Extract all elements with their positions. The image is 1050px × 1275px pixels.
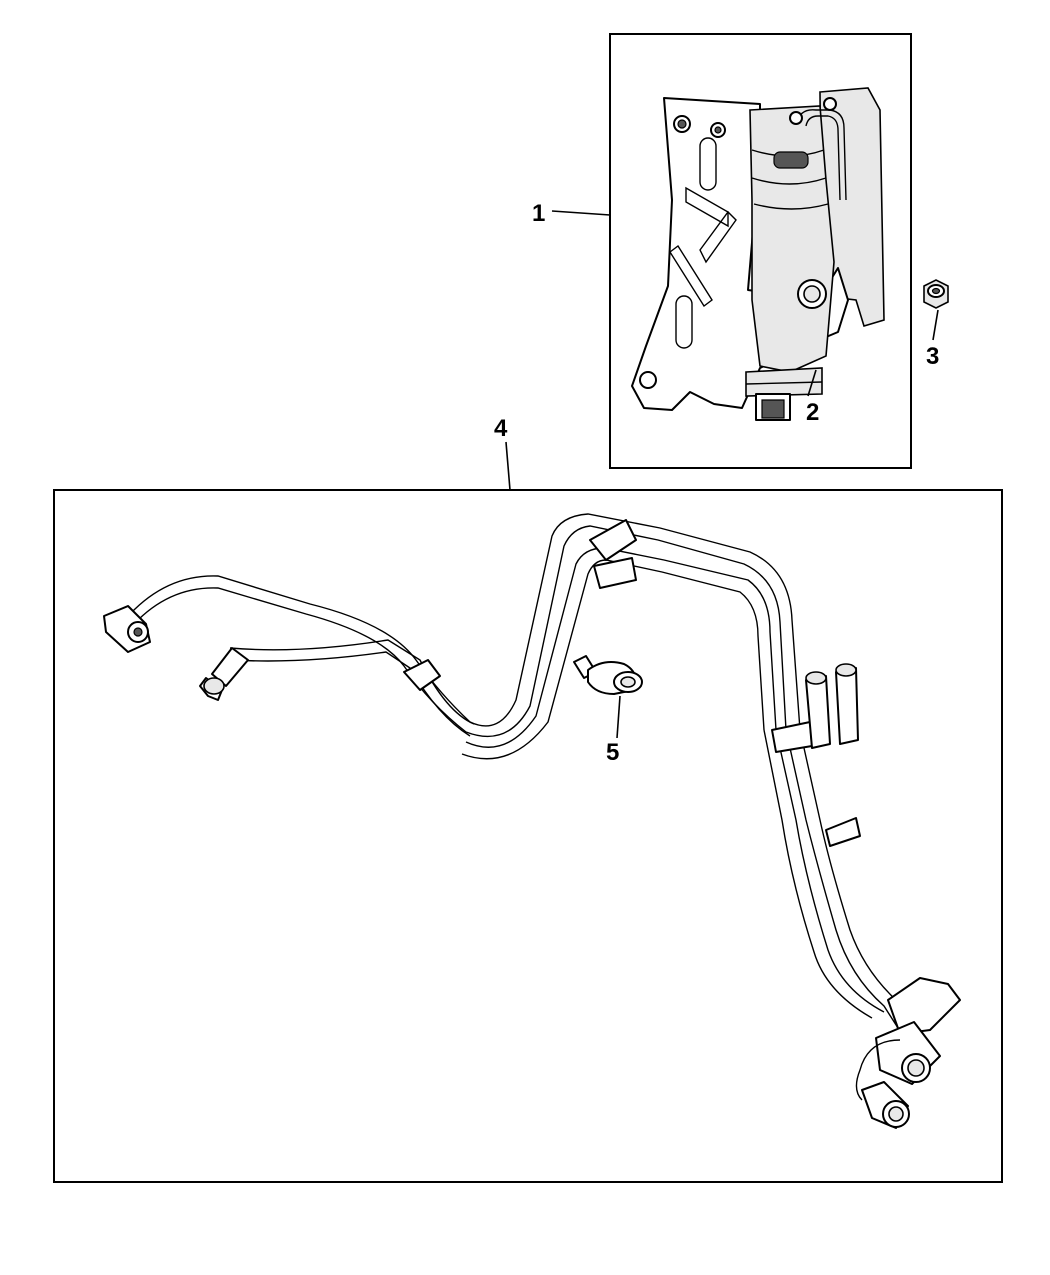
upright-connector-left (805, 671, 831, 749)
left-connector-lower (199, 647, 249, 701)
callout-5: 5 (606, 739, 619, 766)
leader-line-2 (807, 369, 817, 397)
nut-illustration (923, 279, 949, 309)
fuel-line-bundle-illustration (103, 513, 961, 1129)
leader-line-3 (932, 309, 939, 341)
bottom-connector-cluster (855, 977, 961, 1129)
detail-frame-upper (609, 33, 912, 469)
upright-connector-right (835, 663, 859, 745)
leader-line-4 (505, 441, 511, 491)
fuel-filter-bottom-illustration (745, 367, 823, 421)
callout-3: 3 (926, 343, 939, 370)
left-connector-upper (103, 605, 151, 653)
callout-2: 2 (806, 399, 819, 426)
leader-line-5 (616, 695, 621, 739)
callout-4: 4 (494, 415, 508, 442)
clip-illustration (573, 655, 643, 695)
leader-line-1 (551, 210, 611, 216)
callout-1: 1 (532, 200, 545, 227)
detail-frame-lower (53, 489, 1003, 1183)
filter-bracket-illustration (631, 87, 885, 411)
